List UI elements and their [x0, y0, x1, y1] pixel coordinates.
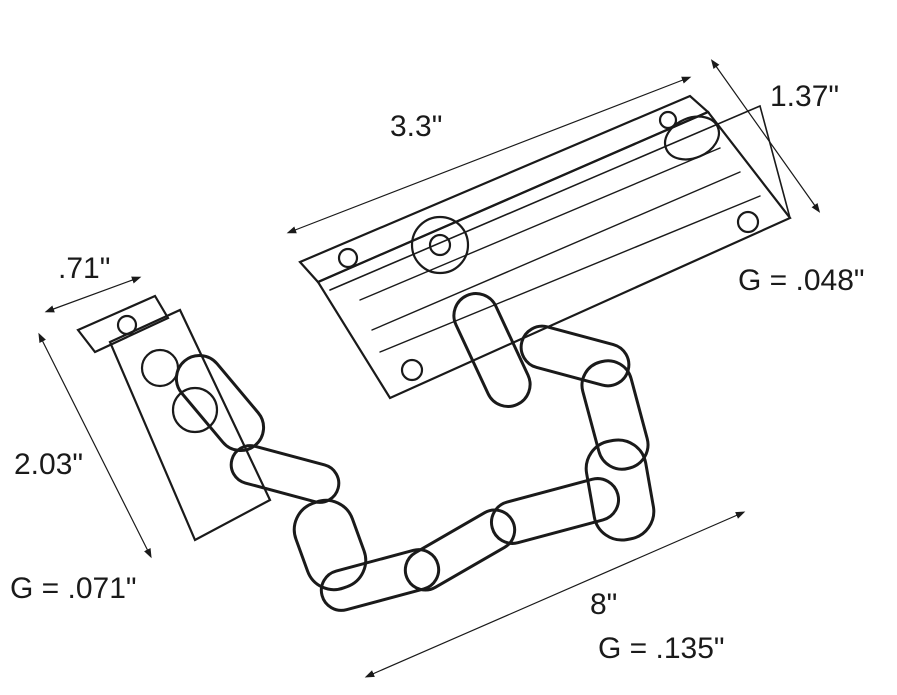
receiver-length-label: 2.03"	[14, 448, 84, 481]
slide-track	[298, 94, 792, 400]
dim-line-.71	[44, 276, 142, 313]
receiver-width-label: .71"	[58, 252, 111, 285]
receiver-plate	[76, 294, 272, 542]
dim-line-3.3	[286, 76, 692, 234]
slide-length-label: 3.3"	[390, 110, 443, 143]
receiver-gauge-label: G = .071"	[10, 572, 137, 605]
dim-line-8	[364, 511, 746, 678]
slide-gauge-label: G = .048"	[738, 264, 865, 297]
chain-gauge-label: G = .135"	[598, 632, 725, 665]
dim-line-2.03	[38, 332, 152, 559]
chain-length-label: 8"	[590, 588, 618, 621]
slide-width-label: 1.37"	[770, 80, 840, 113]
chain	[174, 292, 656, 612]
dim-line-1.37	[710, 59, 821, 213]
